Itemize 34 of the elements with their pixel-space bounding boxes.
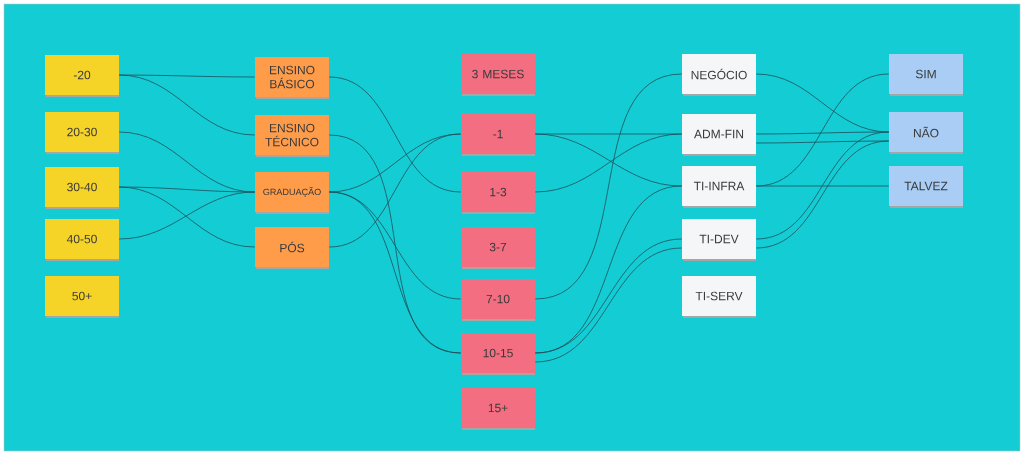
- connector-line: [328, 76, 462, 193]
- sticky-note: 20-30: [45, 112, 119, 152]
- connector-line: [328, 191, 462, 354]
- connector-line: [118, 186, 256, 248]
- sticky-note: TI-INFRA: [682, 166, 756, 206]
- sticky-note: -20: [45, 55, 119, 95]
- sticky-note: 1-3: [461, 172, 535, 212]
- sticky-note: TI-DEV: [682, 219, 756, 259]
- sticky-note: GRADUAÇÃO: [255, 172, 329, 212]
- connector-line: [755, 185, 890, 187]
- connector-line: [118, 74, 256, 136]
- sticky-note: 50+: [45, 276, 119, 316]
- sticky-note: PÓS: [255, 227, 329, 267]
- connector-line: [755, 140, 890, 249]
- sticky-note: 30-40: [45, 167, 119, 207]
- sticky-note: ENSINO BÁSICO: [255, 57, 329, 97]
- sticky-note: -1: [461, 114, 535, 154]
- connector-line: [118, 191, 256, 240]
- sticky-note: ADM-FIN: [682, 114, 756, 154]
- sticky-note: NÃO: [889, 112, 963, 152]
- sticky-note: NEGÓCIO: [682, 54, 756, 94]
- sticky-note: 7-10: [461, 279, 535, 319]
- connector-line: [328, 133, 462, 248]
- connector-line: [534, 73, 683, 300]
- sticky-note: 40-50: [45, 219, 119, 259]
- sticky-note: 3-7: [461, 227, 535, 267]
- sticky-note: 15+: [461, 388, 535, 428]
- sticky-note: ENSINO TÉCNICO: [255, 115, 329, 155]
- sticky-note: TI-SERV: [682, 276, 756, 316]
- connector-line: [755, 131, 890, 240]
- sticky-note: 3 MESES: [461, 54, 535, 94]
- sticky-note: 10-15: [461, 333, 535, 373]
- sticky-note: TALVEZ: [889, 166, 963, 206]
- sticky-note: SIM: [889, 54, 963, 94]
